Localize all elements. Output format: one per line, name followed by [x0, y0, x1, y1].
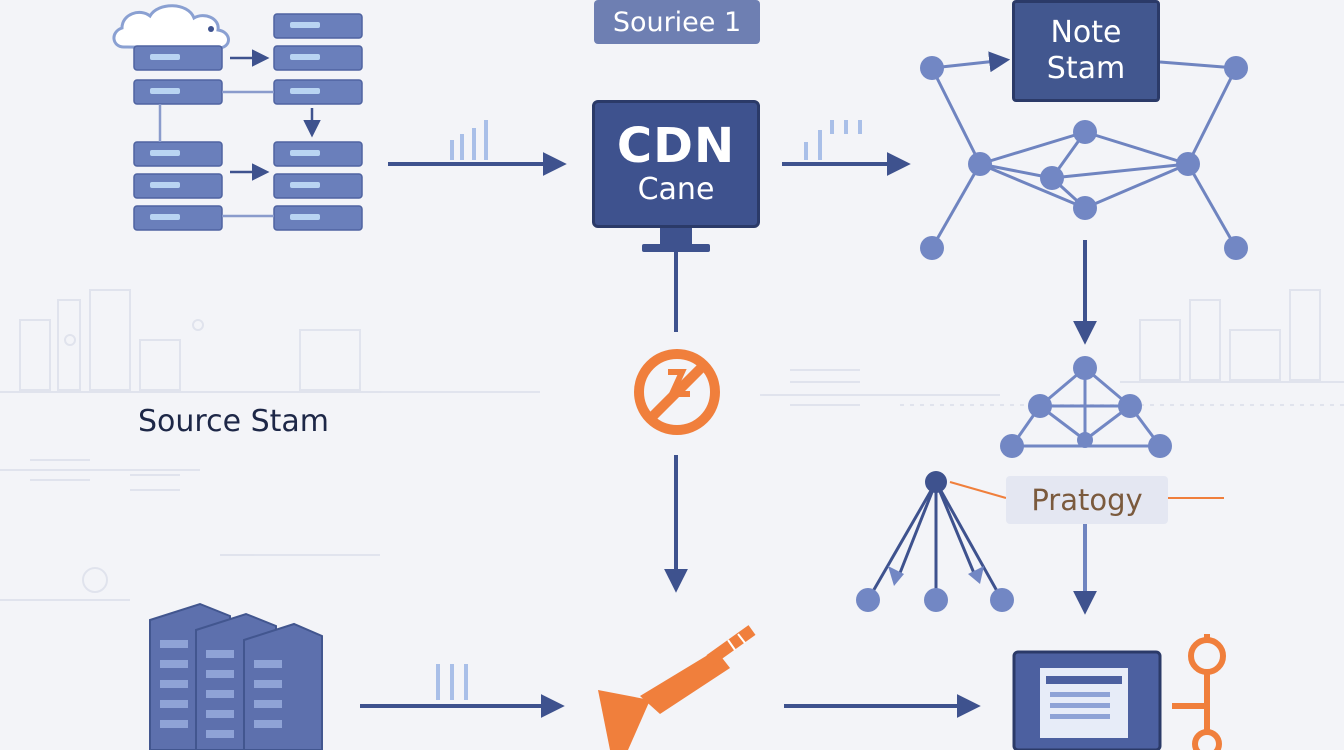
monitor-icon — [1012, 650, 1162, 750]
note-line-2: Stam — [1046, 51, 1126, 86]
cdn-node: CDN Cane — [592, 100, 760, 228]
pratogy-label: Pratogy — [1006, 476, 1168, 524]
node-link-icon — [1172, 634, 1226, 750]
flow-arrows — [360, 152, 1097, 718]
satellite-dish-icon — [598, 625, 756, 750]
server-rack-icon — [133, 13, 363, 231]
cdn-subtitle: Cane — [637, 172, 715, 207]
tree-network-icon — [856, 471, 1224, 612]
bar-signal-icon — [436, 120, 862, 700]
blocked-signal-icon — [634, 349, 720, 435]
source-chip: Souriee 1 — [594, 0, 760, 44]
cdn-title: CDN — [616, 118, 736, 174]
source-chip-label: Souriee 1 — [612, 6, 742, 38]
note-node: Note Stam — [1012, 0, 1160, 102]
source-stam-label: Source Stam — [138, 404, 329, 439]
cdn-stand — [642, 228, 710, 332]
server-rack-icon — [149, 602, 323, 750]
network-graph-icon — [1000, 356, 1172, 458]
cloud-icon — [112, 4, 230, 50]
network-graph-icon — [920, 51, 1248, 260]
pratogy-text: Pratogy — [1031, 483, 1143, 517]
note-line-1: Note — [1050, 15, 1122, 50]
